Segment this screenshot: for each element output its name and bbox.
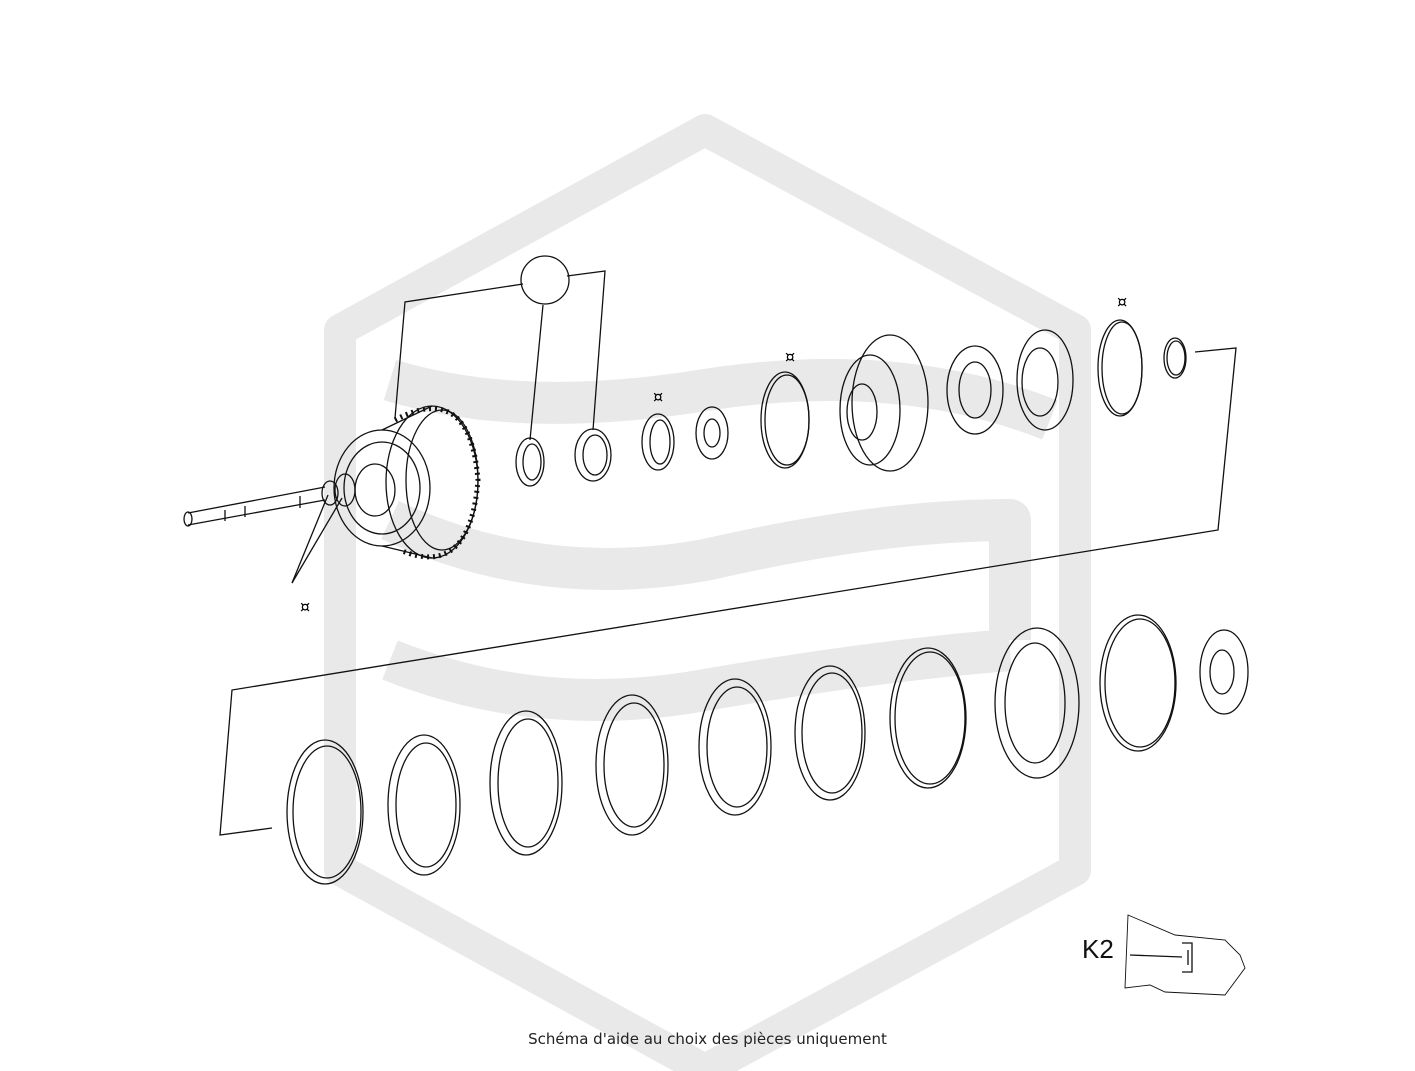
lower-row-clutch-plates (286, 614, 1249, 885)
marker-symbol: ¤ (785, 347, 795, 366)
connector-lines (219, 270, 1237, 836)
diagram-caption: Schéma d'aide au choix des pièces unique… (528, 1030, 887, 1048)
marker-symbol: ¤ (1117, 292, 1127, 311)
upper-row-parts (515, 319, 1187, 487)
shaft-drum-assembly (183, 405, 481, 560)
k2-transmission-inset: K2 (1082, 914, 1246, 996)
k2-label: K2 (1082, 934, 1114, 964)
group-callout-circle (520, 255, 570, 305)
marker-symbol: ¤ (300, 597, 310, 616)
marker-symbol: ¤ (653, 387, 663, 406)
watermark-logo (324, 114, 1091, 1071)
